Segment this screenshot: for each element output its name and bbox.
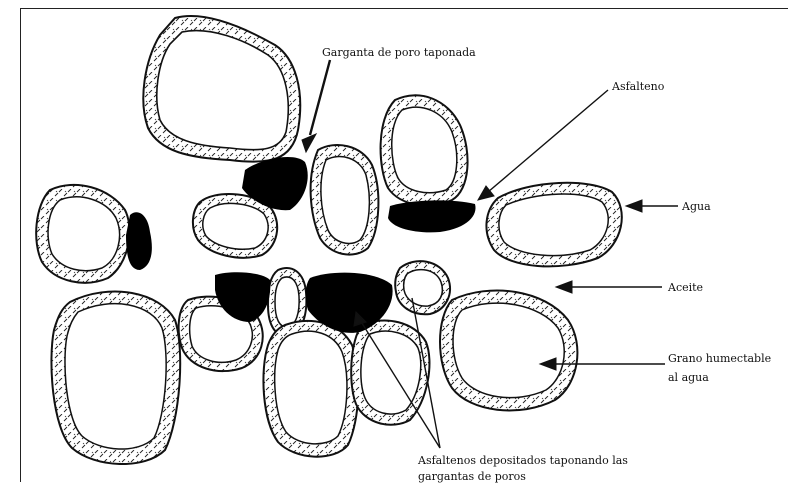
label-water: Agua [682,200,711,213]
sand-grain [440,290,577,410]
arrowhead [302,134,316,152]
frame-left-border [20,8,21,482]
label-deposited-1: Asfaltenos depositados taponando las [418,454,628,467]
sand-grain [381,95,468,205]
asphaltene-plug [126,212,152,270]
sand-grain [486,183,621,267]
sand-grain [311,145,379,255]
sand-grain [143,16,300,162]
arrow-plugged-throat [310,60,330,135]
asphaltene-plug [388,200,476,232]
arrowhead [556,281,572,293]
sand-grain [36,185,129,283]
label-water-wet-grain-1: Grano humectable [668,352,771,365]
label-asphaltene: Asfalteno [612,80,664,93]
arrowhead [626,200,642,212]
arrow-asphaltene [488,90,608,192]
frame-top-border [20,8,788,9]
sand-grain [351,320,429,424]
sand-grains [36,16,622,464]
label-water-wet-grain-2: al agua [668,371,709,384]
label-deposited-2: gargantas de poros [418,470,526,483]
sand-grain [51,292,180,465]
label-plugged-throat: Garganta de poro taponada [322,46,476,59]
label-oil: Aceite [668,281,703,294]
sand-grain [263,321,358,457]
sand-grain [395,261,450,314]
